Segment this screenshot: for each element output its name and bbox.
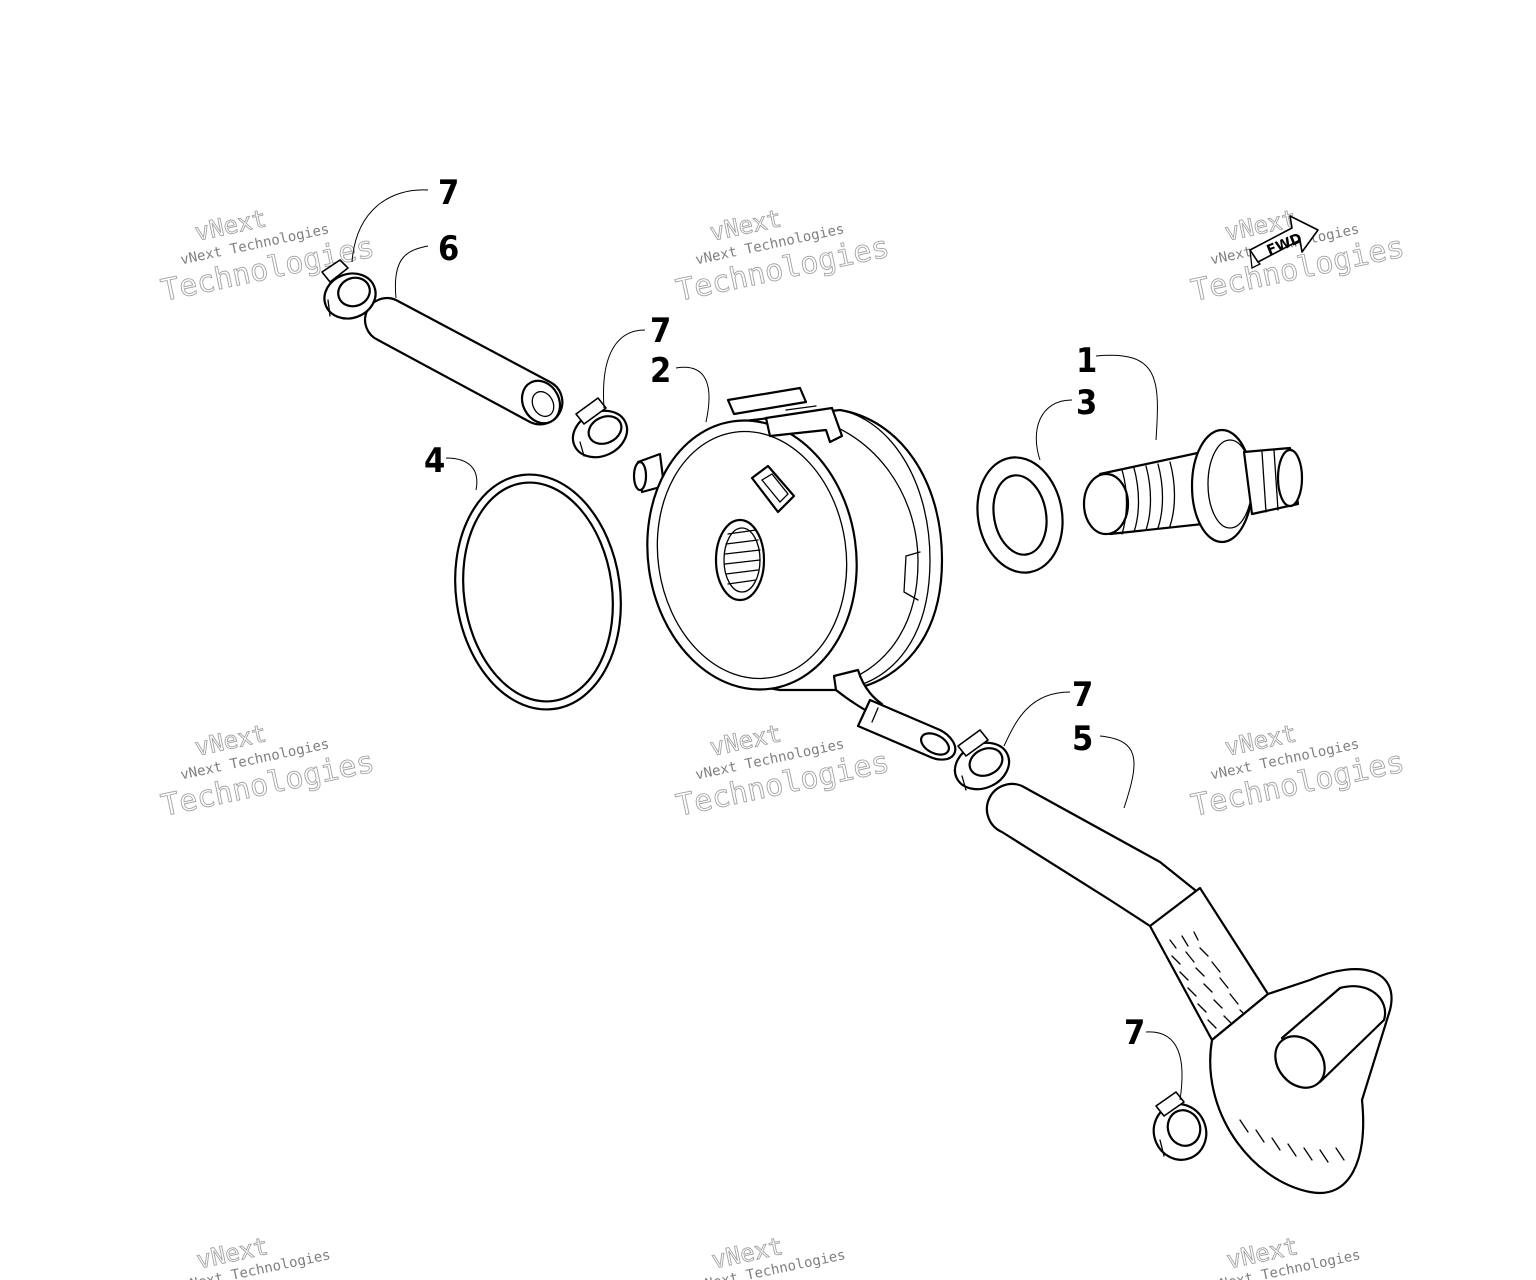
watermark-r3c2: vNext vNext Technologies (695, 1232, 847, 1280)
clamp-part-7-lower (1152, 1091, 1208, 1161)
callout-7-right: 7 (1072, 675, 1093, 715)
clamp-part-7-upper-left (321, 259, 377, 320)
watermark-r2c2: vNext vNext Technologies Technologies (673, 719, 893, 824)
watermark-r3c3: vNext vNext Technologies (1210, 1232, 1362, 1280)
callout-7-top: 7 (438, 173, 459, 213)
fitting-part-1 (1082, 428, 1304, 544)
watermark-r3c1: vNext vNext Technologies (180, 1232, 332, 1280)
callout-4: 4 (424, 441, 445, 481)
callout-2: 2 (650, 351, 671, 391)
callout-6: 6 (438, 229, 459, 269)
callout-7-lower: 7 (1124, 1013, 1145, 1053)
callout-labels: 7 6 7 2 4 1 3 7 5 7 (424, 173, 1145, 1053)
watermark-r2c1: vNext vNext Technologies Technologies (158, 719, 378, 824)
oil-cooler-part-2 (632, 386, 957, 761)
callout-7-middle: 7 (650, 311, 671, 351)
watermarks: vNext vNext Technologies Technologies vN… (158, 204, 1408, 1280)
clamp-part-7-right (953, 729, 1011, 791)
washer-part-3 (976, 456, 1064, 574)
hose-part-6 (364, 297, 564, 426)
watermark-r2c3: vNext vNext Technologies Technologies (1188, 719, 1408, 824)
leader-lines (351, 189, 1183, 1101)
callout-3: 3 (1076, 383, 1097, 423)
watermark-r1c2: vNext vNext Technologies Technologies (673, 204, 893, 309)
clamp-part-7-middle (571, 397, 629, 459)
callout-5: 5 (1072, 719, 1093, 759)
o-ring-part-4 (454, 473, 622, 711)
callout-1: 1 (1076, 341, 1097, 381)
hose-part-5 (985, 782, 1393, 1195)
